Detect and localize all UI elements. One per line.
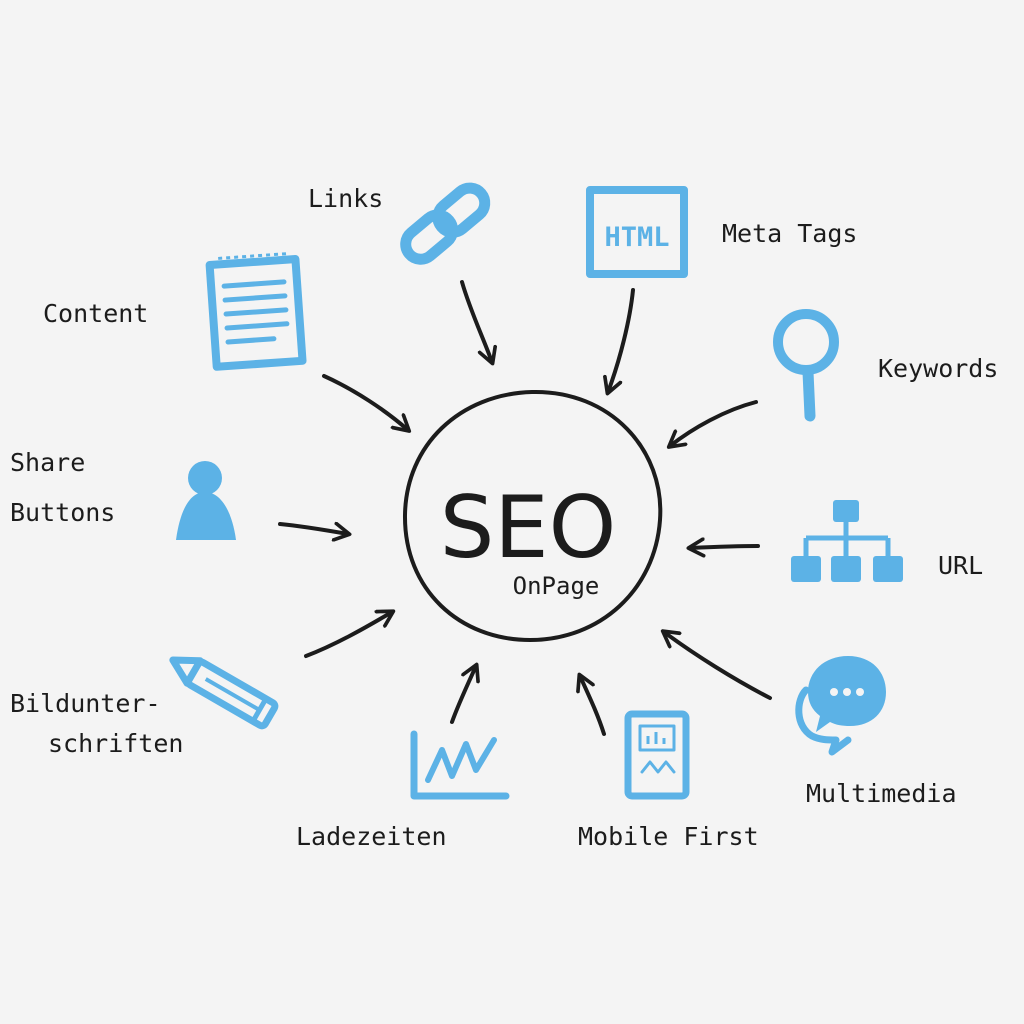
sitemap-icon — [791, 500, 903, 582]
arrow-url — [690, 546, 760, 548]
person-icon — [176, 461, 236, 540]
node-keywords: Keywords — [773, 309, 998, 422]
share-buttons-label-line2: Buttons — [10, 498, 115, 527]
node-mobile-first: Mobile First — [578, 710, 759, 851]
content-label: Content — [43, 299, 148, 328]
url-label: URL — [938, 551, 983, 580]
ladezeiten-label: Ladezeiten — [296, 822, 447, 851]
meta-tags-label: Meta Tags — [722, 219, 857, 248]
node-links: Links — [308, 182, 491, 265]
node-multimedia: Multimedia — [795, 656, 957, 808]
arrow-ladezeiten — [450, 666, 476, 724]
node-ladezeiten: Ladezeiten — [296, 730, 510, 851]
center-title: SEO — [440, 478, 617, 578]
mobile-first-label: Mobile First — [578, 822, 759, 851]
arrow-keywords — [670, 400, 758, 446]
bildunterschriften-label-line2: schriften — [48, 729, 183, 758]
links-label: Links — [308, 184, 383, 213]
arrow-links — [460, 280, 492, 362]
share-buttons-label-line1: Share — [10, 448, 85, 477]
arrow-share-buttons — [278, 524, 348, 534]
center-circle — [402, 389, 663, 643]
magnifier-icon — [773, 309, 839, 422]
line-chart-icon — [410, 730, 510, 800]
chat-bubbles-icon — [795, 656, 886, 756]
node-url: URL — [791, 500, 983, 582]
keywords-label: Keywords — [878, 354, 998, 383]
arrow-meta-tags — [608, 288, 635, 392]
arrow-multimedia — [664, 632, 772, 700]
center-node: SEO OnPage — [402, 389, 663, 643]
multimedia-label: Multimedia — [806, 779, 957, 808]
node-bildunterschriften: Bildunter- schriften — [10, 656, 279, 758]
arrow-content — [322, 374, 408, 430]
node-meta-tags: HTML Meta Tags — [586, 186, 857, 278]
html-icon — [586, 186, 688, 278]
arrows — [278, 280, 772, 736]
notepad-icon — [205, 252, 307, 371]
mobile-phone-icon — [624, 710, 690, 800]
pencil-icon — [169, 656, 279, 730]
center-subtitle: OnPage — [513, 572, 600, 600]
node-content: Content — [43, 252, 307, 371]
bildunterschriften-label-line1: Bildunter- — [10, 689, 161, 718]
arrow-bildunterschriften — [304, 612, 392, 658]
arrow-mobile-first — [580, 676, 606, 736]
chain-link-icon — [400, 182, 491, 265]
html-icon-text: HTML — [604, 222, 669, 253]
node-share-buttons: Share Buttons — [10, 448, 236, 540]
